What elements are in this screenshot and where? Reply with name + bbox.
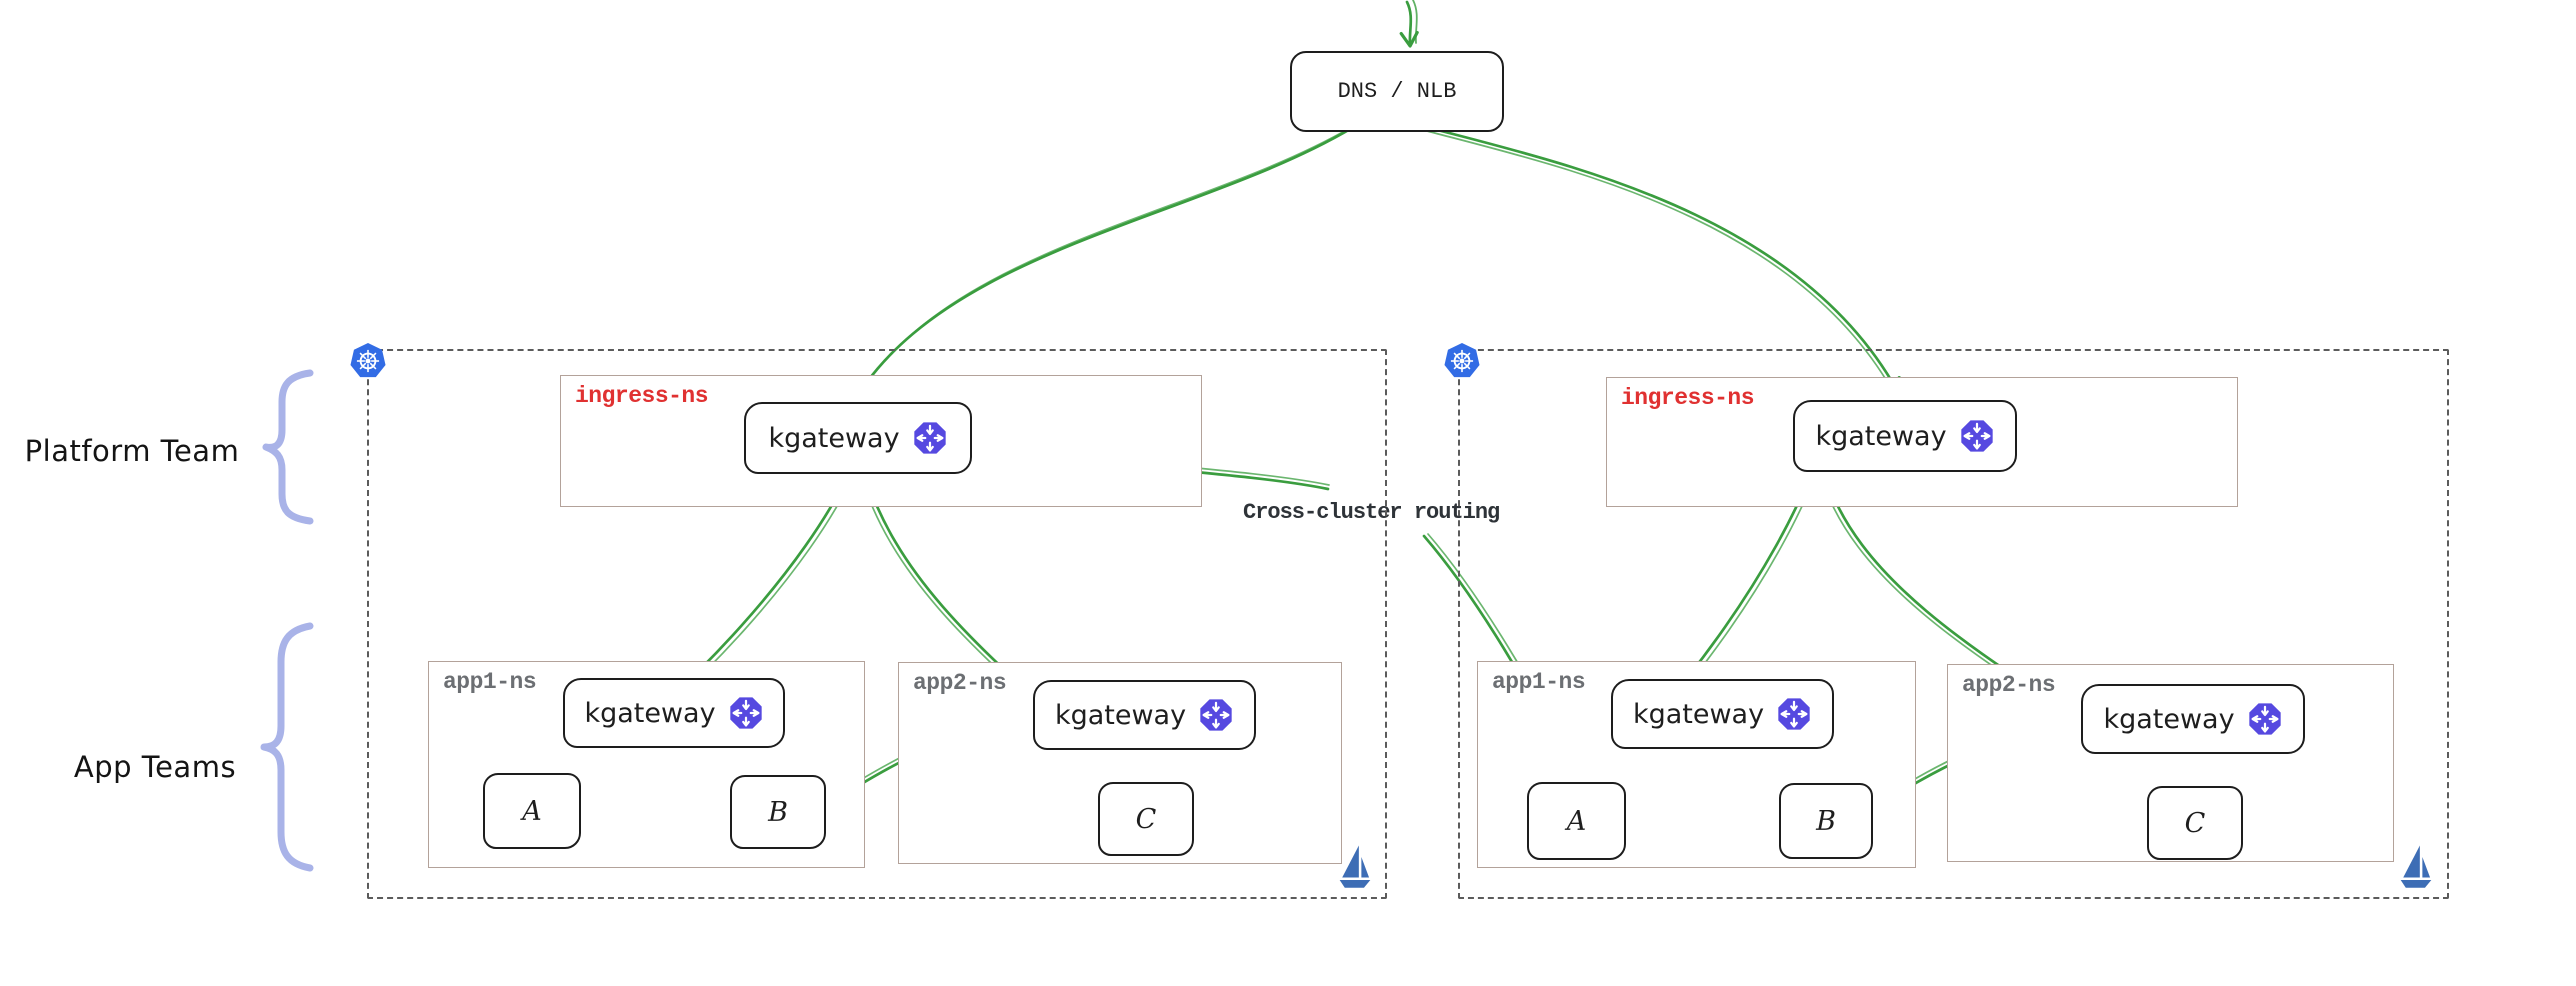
service-b-label: B	[1816, 805, 1836, 837]
kgateway-icon	[1960, 420, 1993, 452]
gateway-label: kgateway	[1632, 698, 1765, 730]
cluster2-service-b-node: B	[1779, 783, 1873, 859]
service-b-label: B	[768, 796, 788, 828]
cluster1-app1-ns-label: app1-ns	[443, 669, 537, 695]
service-a-label: A	[522, 795, 542, 827]
cluster1-app2-ns-label: app2-ns	[913, 670, 1007, 696]
platform-team-label: Platform Team	[24, 434, 240, 468]
kubernetes-icon-cluster1	[350, 343, 386, 378]
gateway-label: kgateway	[768, 422, 900, 454]
gateway-label: kgateway	[2103, 703, 2235, 735]
service-a-label: A	[1566, 805, 1587, 837]
sailboat-icon-cluster1	[1339, 845, 1371, 888]
gateway-label: kgateway	[1054, 699, 1187, 731]
service-c-label: C	[2184, 807, 2206, 839]
cluster2-app1-gateway-node: kgateway	[1611, 679, 1834, 749]
kgateway-icon	[729, 697, 762, 729]
platform-team-brace	[262, 369, 314, 525]
cluster1-service-c-node: C	[1098, 782, 1194, 856]
cluster-2-boundary	[1458, 349, 2449, 899]
kgateway-icon	[1778, 698, 1810, 730]
cluster1-app2-gateway-node: kgateway	[1033, 680, 1256, 750]
cluster1-ingress-gateway-node: kgateway	[744, 402, 972, 474]
cluster2-service-c-node: C	[2147, 786, 2243, 860]
cluster1-app1-gateway-node: kgateway	[563, 678, 785, 748]
cluster2-ingress-ns-label: ingress-ns	[1621, 385, 1755, 411]
cluster2-ingress-gateway-node: kgateway	[1793, 400, 2017, 472]
app-teams-brace	[260, 622, 314, 872]
cluster1-ingress-ns-label: ingress-ns	[575, 383, 709, 409]
cluster2-app1-ns-label: app1-ns	[1492, 669, 1586, 695]
sailboat-icon-cluster2	[2400, 845, 2432, 888]
gateway-label: kgateway	[584, 697, 716, 729]
cluster1-service-a-node: A	[483, 773, 581, 849]
kubernetes-icon-cluster2	[1444, 343, 1480, 378]
kgateway-icon	[2248, 703, 2281, 735]
cluster2-app2-gateway-node: kgateway	[2081, 684, 2305, 754]
edge-external-to-dns	[1399, 0, 1419, 48]
dns-nlb-node: DNS / NLB	[1290, 51, 1504, 132]
service-c-label: C	[1135, 803, 1157, 835]
cluster1-service-b-node: B	[730, 775, 826, 849]
cluster-1-boundary	[367, 349, 1387, 899]
cluster2-service-a-node: A	[1527, 782, 1626, 860]
dns-nlb-label: DNS / NLB	[1337, 79, 1457, 104]
cluster2-app2-ns-label: app2-ns	[1962, 672, 2056, 698]
kgateway-icon	[913, 422, 946, 454]
cross-cluster-routing-label: Cross-cluster routing	[1243, 500, 1500, 525]
kgateway-icon	[1200, 699, 1232, 731]
app-teams-label: App Teams	[73, 750, 237, 784]
gateway-label: kgateway	[1815, 420, 1947, 452]
